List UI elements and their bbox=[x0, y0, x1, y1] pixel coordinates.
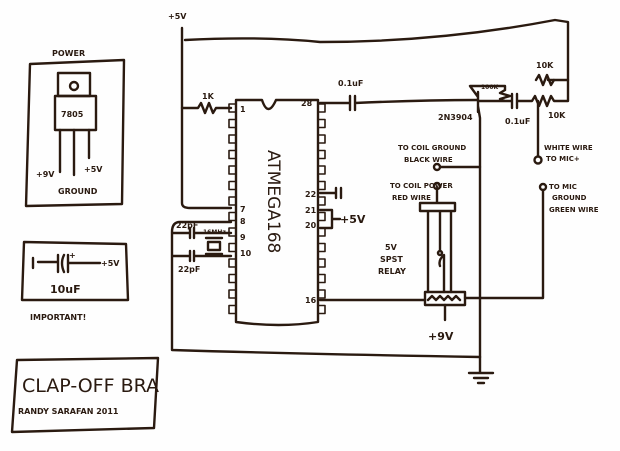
relay-label-1: 5V bbox=[385, 243, 398, 252]
atmega-chip: ATMEGA168 1 7 8 9 10 28 22 21 20 16 bbox=[228, 98, 326, 327]
pin-28-label: 28 bbox=[301, 99, 313, 108]
chip-name: ATMEGA168 bbox=[263, 150, 283, 253]
chip-pin bbox=[317, 196, 326, 206]
mic-plus-label-2: TO MIC+ bbox=[546, 155, 580, 163]
chip-pin bbox=[228, 149, 237, 160]
pin-8-label: 8 bbox=[240, 217, 246, 226]
signal-wire bbox=[318, 94, 480, 112]
relay-supply-label: +9V bbox=[428, 330, 454, 343]
coupling-cap-label: 0.1uF bbox=[338, 79, 363, 88]
power-regulator-box: POWER 7805 +9V +5V GROUND bbox=[24, 49, 126, 208]
ground-icon bbox=[467, 355, 495, 385]
bottom-resistor-label: 10K bbox=[548, 111, 566, 120]
pin-7-label: 7 bbox=[240, 205, 246, 214]
regulator-ground-label: GROUND bbox=[58, 187, 98, 196]
author: RANDY SARAFAN 2011 bbox=[18, 407, 119, 416]
chip-pin bbox=[228, 258, 237, 268]
supply-label: +5V bbox=[168, 12, 187, 21]
mic-plus-label-1: WHITE WIRE bbox=[544, 144, 593, 152]
chip-pin bbox=[228, 242, 237, 253]
chip-pin bbox=[228, 273, 237, 284]
transistor-label: 2N3904 bbox=[438, 113, 473, 122]
coil-power-label-2: RED WIRE bbox=[392, 194, 431, 202]
capacitor-value: 10uF bbox=[50, 283, 81, 296]
pin22-cap bbox=[318, 186, 343, 200]
chip-pin bbox=[228, 304, 237, 315]
supply-wire bbox=[180, 18, 570, 210]
chip-pin bbox=[317, 304, 326, 315]
crystal-circuit bbox=[170, 220, 482, 359]
relay: 5V SPST RELAY +9V bbox=[318, 187, 482, 343]
title: CLAP-OFF BRA bbox=[22, 375, 159, 397]
relay-label-2: SPST bbox=[380, 255, 403, 264]
chip-pin bbox=[228, 180, 237, 191]
chip-pin bbox=[317, 149, 326, 160]
pin20-21-supply: +5V bbox=[340, 213, 366, 226]
pin-22-label: 22 bbox=[305, 190, 316, 199]
capacitor-note: IMPORTANT! bbox=[30, 313, 86, 322]
mic-ground-label-1: TO MIC bbox=[549, 183, 577, 191]
power-heading: POWER bbox=[52, 49, 85, 58]
bias-resistor-label: 100K bbox=[481, 84, 499, 91]
reset-resistor-label: 1K bbox=[202, 92, 215, 101]
pin-16-label: 16 bbox=[305, 296, 317, 305]
regulator-in-label: +9V bbox=[36, 170, 55, 179]
mic-plus-terminal bbox=[533, 155, 543, 165]
mic-ground-label-3: GREEN WIRE bbox=[549, 206, 599, 214]
top-resistor-label: 10K bbox=[536, 61, 554, 70]
chip-pin bbox=[228, 134, 237, 144]
chip-pin bbox=[228, 165, 237, 175]
coil-ground-label-2: BLACK WIRE bbox=[404, 156, 453, 164]
chip-pin bbox=[228, 211, 237, 222]
transistor bbox=[468, 73, 570, 359]
chip-pin bbox=[228, 289, 237, 299]
chip-pin bbox=[228, 118, 237, 129]
chip-pin bbox=[317, 273, 326, 284]
chip-pin bbox=[317, 165, 326, 175]
capacitor-plus: + bbox=[69, 251, 76, 260]
pin-21-label: 21 bbox=[305, 206, 317, 215]
chip-pin bbox=[317, 118, 326, 129]
capacitor-supply-label: +5V bbox=[101, 259, 120, 268]
chip-pin bbox=[317, 211, 326, 222]
regulator-out-label: +5V bbox=[84, 165, 103, 174]
relay-label-3: RELAY bbox=[378, 267, 406, 276]
crystal-label: 16MHz bbox=[203, 229, 226, 236]
pin-20-label: 20 bbox=[305, 221, 317, 230]
chip-pin bbox=[317, 289, 326, 299]
pin20-21-wire bbox=[318, 208, 342, 230]
coupling-cap2-label: 0.1uF bbox=[505, 117, 530, 126]
regulator-label: 7805 bbox=[61, 110, 84, 119]
mic-ground-label-2: GROUND bbox=[552, 194, 587, 202]
pin-1-label: 1 bbox=[240, 105, 246, 114]
chip-pin bbox=[317, 242, 326, 253]
capacitor-box: + +5V 10uF IMPORTANT! bbox=[20, 240, 130, 322]
xtal-cap2-label: 22pF bbox=[178, 265, 200, 274]
title-box: CLAP-OFF BRA RANDY SARAFAN 2011 bbox=[10, 356, 160, 434]
chip-pin bbox=[317, 258, 326, 268]
reset-resistor bbox=[180, 101, 233, 115]
pin-9-label: 9 bbox=[240, 233, 246, 242]
pin-10-label: 10 bbox=[240, 249, 252, 258]
coil-power-label-1: TO COIL POWER bbox=[390, 182, 453, 190]
mic-ground-wire bbox=[478, 188, 545, 300]
coil-ground-label-1: TO COIL GROUND bbox=[398, 144, 466, 152]
xtal-cap1-label: 22pF bbox=[176, 221, 198, 230]
chip-pin bbox=[317, 180, 326, 191]
chip-pin bbox=[317, 134, 326, 144]
chip-pin bbox=[228, 196, 237, 206]
